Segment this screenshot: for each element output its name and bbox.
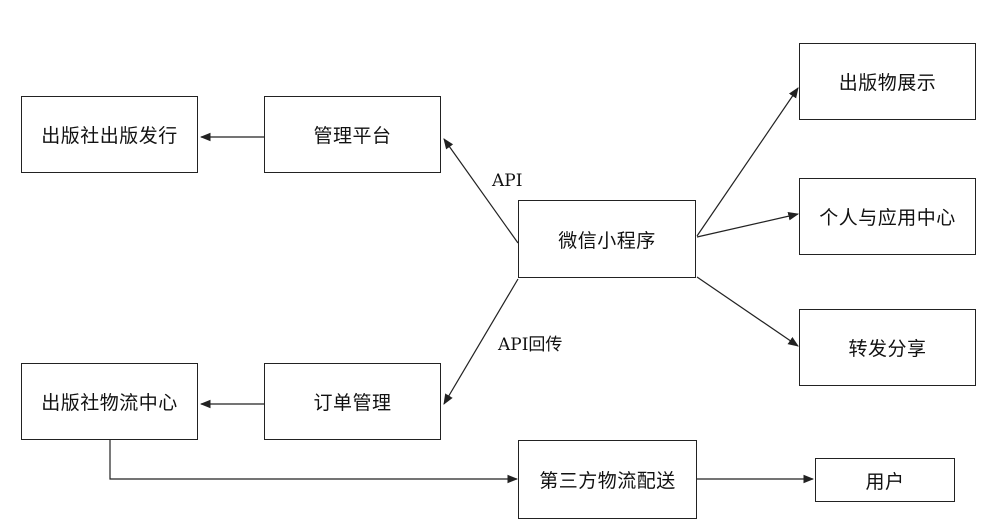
publisher-logistics-box: 出版社物流中心 <box>21 363 198 440</box>
arrow-miniprogram-to-share <box>696 276 799 347</box>
publisher-release-box: 出版社出版发行 <box>21 96 198 173</box>
arrow-miniprogram-to-platform <box>443 138 519 244</box>
wechat-mini-program-box: 微信小程序 <box>518 200 696 278</box>
arrow-logistics-to-thirdparty <box>109 440 519 484</box>
management-platform-box: 管理平台 <box>264 96 441 173</box>
third-party-logistics-box: 第三方物流配送 <box>518 440 697 519</box>
forward-share-box: 转发分享 <box>799 309 976 386</box>
arrow-miniprogram-to-center <box>696 211 800 238</box>
api-return-edge-label: API回传 <box>498 335 563 355</box>
order-management-box: 订单管理 <box>264 363 441 440</box>
personal-app-center-box: 个人与应用中心 <box>799 178 976 255</box>
user-box: 用户 <box>815 458 955 502</box>
arrow-miniprogram-to-display <box>696 87 799 237</box>
arrow-miniprogram-to-orders <box>443 278 519 405</box>
publication-display-box: 出版物展示 <box>799 43 976 120</box>
api-edge-label: API <box>492 171 523 191</box>
